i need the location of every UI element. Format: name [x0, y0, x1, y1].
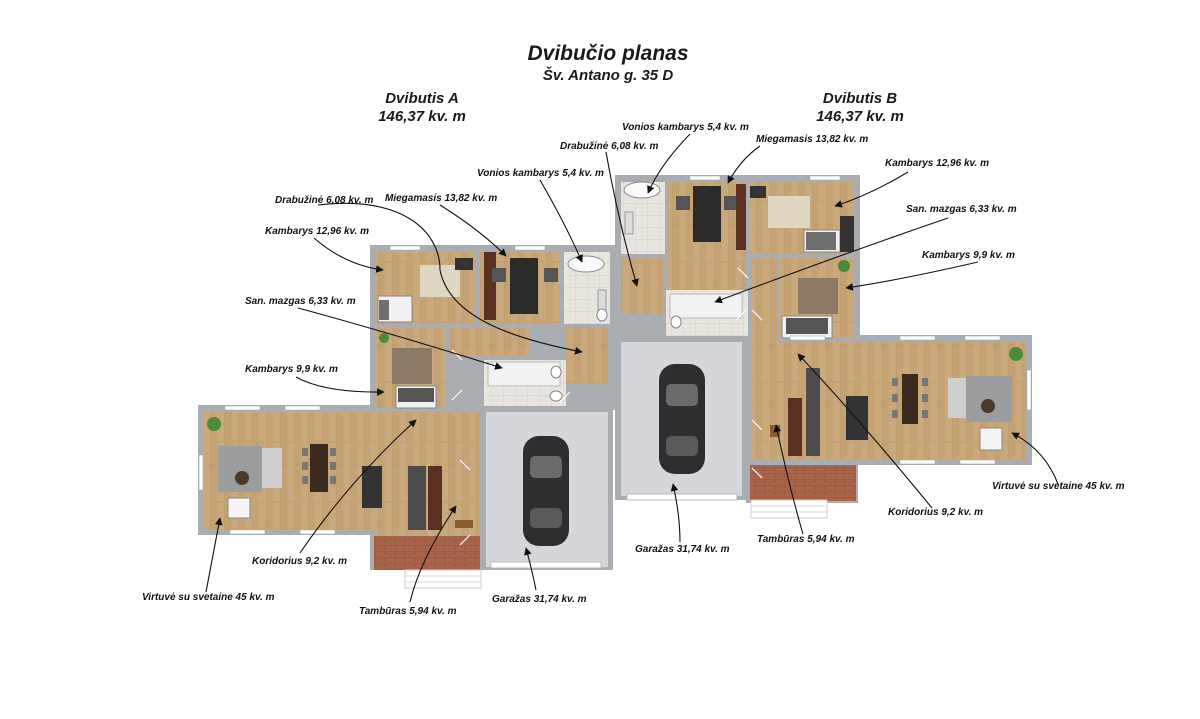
label-b-drabuzine: Drabužinė 6,08 kv. m	[560, 141, 659, 152]
car-icon	[523, 436, 569, 546]
label-a-koridorius: Koridorius 9,2 kv. m	[252, 556, 348, 567]
label-a-kambarys1: Kambarys 12,96 kv. m	[265, 226, 369, 237]
plan-address: Šv. Antano g. 35 D	[542, 67, 674, 84]
label-b-virtuve: Virtuvė su svetaine 45 kv. m	[992, 481, 1125, 492]
car-icon	[659, 364, 705, 474]
label-b-san-mazgas: San. mazgas 6,33 kv. m	[906, 204, 1017, 215]
label-b-vonios: Vonios kambarys 5,4 kv. m	[622, 122, 749, 133]
label-b-garazas: Garažas 31,74 kv. m	[635, 544, 730, 555]
unit-a-name: Dvibutis A	[385, 90, 459, 107]
unit-b-header: Dvibutis B 146,37 kv. m	[770, 90, 950, 126]
unit-b-area: 146,37 kv. m	[816, 108, 904, 125]
unit-b-name: Dvibutis B	[822, 90, 898, 107]
label-a-tamburas: Tambūras 5,94 kv. m	[359, 606, 457, 617]
label-b-kambarys2: Kambarys 9,9 kv. m	[922, 250, 1015, 261]
label-a-garazas: Garažas 31,74 kv. m	[492, 594, 587, 605]
label-a-san-mazgas: San. mazgas 6,33 kv. m	[245, 296, 356, 307]
label-b-tamburas: Tambūras 5,94 kv. m	[757, 534, 855, 545]
unit-a-plan	[198, 245, 615, 589]
unit-b-plan	[615, 175, 1032, 519]
label-a-vonios: Vonios kambarys 5,4 kv. m	[477, 168, 604, 179]
label-a-drabuzine: Drabužinė 6,08 kv. m	[275, 195, 374, 206]
plan-title: Dvibučio planas	[527, 42, 689, 65]
label-a-kambarys2: Kambarys 9,9 kv. m	[245, 364, 338, 375]
label-b-koridorius: Koridorius 9,2 kv. m	[888, 507, 984, 518]
label-a-miegamasis: Miegamasis 13,82 kv. m	[385, 193, 498, 204]
label-b-miegamasis: Miegamasis 13,82 kv. m	[756, 134, 869, 145]
unit-a-header: Dvibutis A 146,37 kv. m	[332, 90, 512, 126]
unit-a-area: 146,37 kv. m	[378, 108, 466, 125]
leader-lines	[205, 133, 1059, 603]
label-a-virtuve: Virtuvė su svetaine 45 kv. m	[142, 592, 275, 603]
label-b-kambarys1: Kambarys 12,96 kv. m	[885, 158, 989, 169]
